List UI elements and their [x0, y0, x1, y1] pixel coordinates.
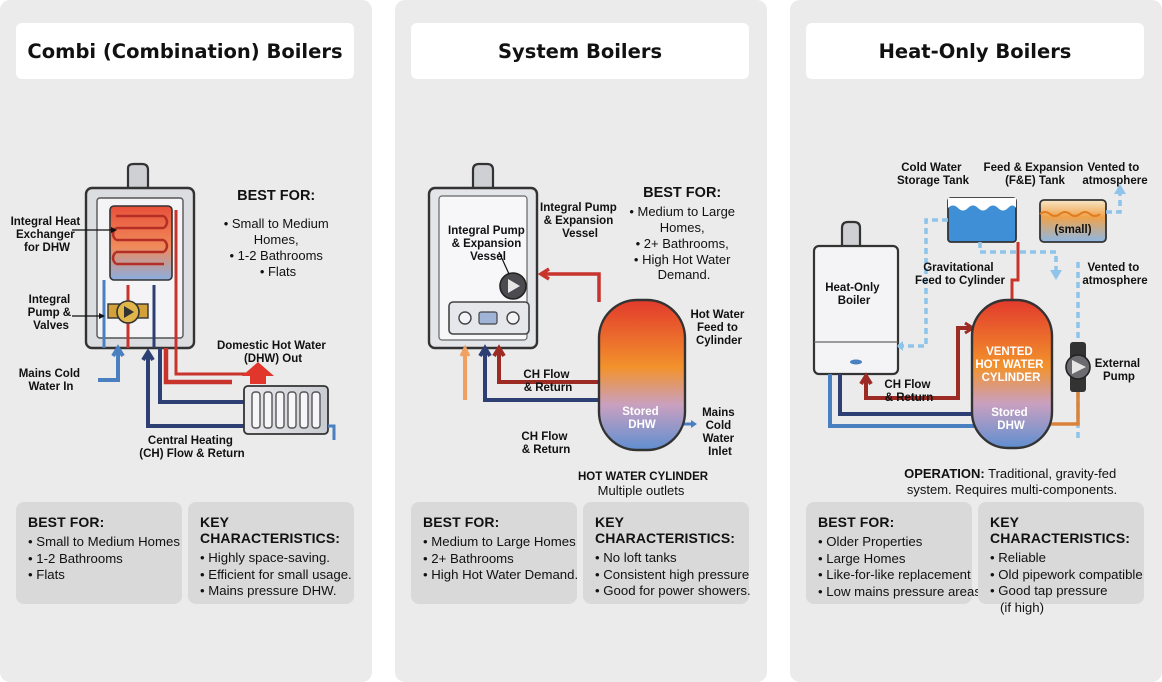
- card-key-characteristics: KEY CHARACTERISTICS: Reliable Old pipewo…: [978, 502, 1144, 615]
- label-pump-vessel-arrow: Integral Pump & Expansion Vessel: [540, 202, 620, 240]
- card-best-for: BEST FOR: Older Properties Large Homes L…: [806, 502, 981, 604]
- card-best-for: BEST FOR: Medium to Large Homes 2+ Bathr…: [411, 502, 578, 604]
- vented-hot-water-cylinder: [970, 298, 1054, 450]
- feed-expansion-tank: [1039, 199, 1107, 243]
- label-pump-valves: Integral Pump & Valves: [28, 294, 75, 332]
- card-heading: KEY CHARACTERISTICS:: [990, 514, 1131, 546]
- label-ch-flow-lower: CH Flow & Return: [521, 431, 570, 456]
- label-stored-dhw: Stored DHW: [622, 406, 662, 431]
- list-item: 2+ Bathrooms: [423, 551, 567, 568]
- card-best-for: BEST FOR: Small to Medium Homes 1-2 Bath…: [16, 502, 182, 604]
- combi-diagram: Integral Heat Exchanger for DHW Integral…: [11, 162, 336, 460]
- list-item: Low mains pressure areas: [818, 584, 981, 601]
- label-external-pump: External Pump: [1095, 358, 1144, 383]
- label-mains-inlet: Mains Cold Water Inlet: [702, 407, 738, 458]
- label-ch-flow: Central Heating (CH) Flow & Return: [139, 435, 244, 460]
- label-cold-tank: Cold Water Storage Tank: [897, 162, 970, 187]
- list-item: Flats: [28, 567, 172, 584]
- cylinder-caption: HOT WATER CYLINDER: [578, 471, 709, 483]
- card-heading: KEY CHARACTERISTICS:: [595, 514, 736, 546]
- label-boiler: Heat-Only Boiler: [825, 282, 883, 307]
- card-heading: KEY CHARACTERISTICS:: [200, 514, 341, 546]
- label-grav-feed: Gravitational Feed to Cylinder: [915, 262, 1006, 287]
- list-item: Mains pressure DHW.: [200, 583, 344, 600]
- list-item: Good tap pressure: [990, 583, 1134, 600]
- label-ch-flow: CH Flow & Return: [884, 379, 933, 404]
- list-item: Small to Medium Homes: [28, 534, 180, 551]
- card-heading: BEST FOR:: [28, 514, 105, 530]
- panel-heat-only: Heat-Only Boilers: [790, 0, 1162, 682]
- label-dhw-out: Domestic Hot Water (DHW) Out: [217, 340, 329, 365]
- card-key-characteristics: KEY CHARACTERISTICS: Highly space-saving…: [188, 502, 354, 604]
- panel-system: System Boilers: [395, 0, 767, 682]
- label-vented-cylinder: VENTED HOT WATER CYLINDER: [975, 346, 1046, 384]
- list-item: Highly space-saving.: [200, 550, 344, 567]
- operation-note: OPERATION: Traditional, gravity-fed syst…: [904, 466, 1120, 497]
- label-hw-feed: Hot Water Feed to Cylinder: [690, 309, 747, 347]
- list-item: No loft tanks: [595, 550, 739, 567]
- label-ch-flow-upper: CH Flow & Return: [523, 369, 572, 394]
- list-item: Old pipework compatible: [990, 567, 1142, 584]
- list-item-continuation: (if high): [1000, 599, 1044, 615]
- card-heading: BEST FOR:: [423, 514, 500, 530]
- cylinder-sub: Multiple outlets: [598, 483, 685, 498]
- panel-title: System Boilers: [411, 23, 749, 79]
- hot-water-cylinder: [597, 298, 687, 452]
- list-item: Like-for-like replacement: [818, 567, 970, 584]
- label-stored-dhw: Stored DHW: [991, 407, 1031, 432]
- label-vented-2: Vented to atmosphere: [1082, 262, 1147, 287]
- list-item: Large Homes: [818, 551, 962, 568]
- list-item: Older Properties: [818, 534, 962, 551]
- best-for-callout: BEST FOR: • Small to Medium Homes, • 1-2…: [224, 188, 333, 279]
- list-item: Medium to Large Homes: [423, 534, 575, 551]
- label-fe-tank: Feed & Expansion (F&E) Tank: [984, 162, 1087, 187]
- panel-title: Heat-Only Boilers: [806, 23, 1144, 79]
- heat-only-boiler: [812, 244, 900, 376]
- card-heading: BEST FOR:: [818, 514, 895, 530]
- flue: [126, 162, 150, 190]
- heat-only-diagram: Cold Water Storage Tank Feed & Expansion…: [812, 162, 1148, 497]
- list-item: Efficient for small usage.: [200, 567, 351, 584]
- list-item: Reliable: [990, 550, 1134, 567]
- label-vented-1: Vented to atmosphere: [1082, 162, 1147, 187]
- label-heat-exchanger: Integral Heat Exchanger for DHW: [11, 216, 84, 254]
- system-diagram: Integral Pump & Expansion Vessel Integra…: [427, 162, 747, 498]
- label-mains-cold: Mains Cold Water In: [19, 368, 84, 393]
- panel-title: Combi (Combination) Boilers: [16, 23, 354, 79]
- panel-combi: Combi (Combination) Boilers: [0, 0, 372, 682]
- list-item: High Hot Water Demand.: [423, 567, 578, 584]
- list-item: Consistent high pressure: [595, 567, 749, 584]
- heat-exchanger: [109, 205, 173, 281]
- best-for-callout: BEST FOR: • Medium to Large Homes, • 2+ …: [629, 185, 738, 282]
- dhw-out-arrow: [242, 362, 274, 384]
- card-key-characteristics: KEY CHARACTERISTICS: No loft tanks Consi…: [583, 502, 751, 604]
- list-item: 1-2 Bathrooms: [28, 551, 172, 568]
- label-pump-vessel-boiler: Integral Pump & Expansion Vessel: [448, 225, 528, 263]
- label-small: (small): [1054, 224, 1091, 236]
- list-item: Good for power showers.: [595, 583, 750, 600]
